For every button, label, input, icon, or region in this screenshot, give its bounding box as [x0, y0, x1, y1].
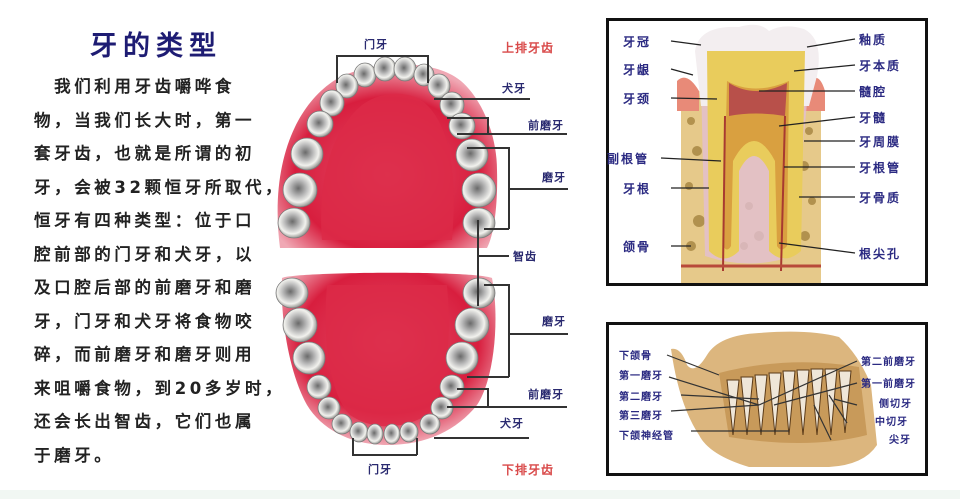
label-gum: 牙龈	[623, 63, 652, 77]
label-crown: 牙冠	[623, 35, 652, 49]
bracket-line	[336, 55, 428, 57]
label-accessory-canal: 副根管	[607, 152, 650, 166]
paragraph-line: 套牙齿，也就是所谓的初	[34, 144, 256, 163]
label-second-molar: 第二磨牙	[619, 392, 663, 403]
upper-teeth-caption: 上排牙齿	[502, 41, 555, 55]
label-dentin: 牙本质	[859, 59, 902, 73]
tooth-cross-section-panel: 牙冠 牙龈 牙颈 副根管 牙根 颌骨 釉质 牙本质 髓腔 牙髓 牙周膜 牙根管 …	[606, 18, 928, 286]
wisdom-line	[477, 220, 479, 306]
label-root-canal: 牙根管	[859, 161, 902, 175]
label-lower-premolar: 前磨牙	[528, 388, 564, 401]
bracket-line	[336, 55, 338, 83]
dental-arch-illustration	[275, 56, 498, 445]
label-lower-molar: 磨牙	[542, 315, 566, 328]
label-wisdom-tooth: 智齿	[513, 250, 537, 263]
paragraph-line: 物，当我们长大时，第一	[34, 110, 256, 130]
mouth-diagram: 门牙 上排牙齿 犬牙 前磨牙 磨牙 智齿 磨牙 前磨牙 犬牙	[262, 20, 582, 490]
leader-line	[447, 406, 567, 408]
label-central-incisor: 中切牙	[875, 417, 908, 428]
bracket-line	[467, 376, 509, 378]
label-jawbone: 颌骨	[623, 240, 652, 254]
label-periodontal-membrane: 牙周膜	[859, 135, 902, 149]
label-lower-incisor: 门牙	[368, 463, 392, 476]
label-second-premolar: 第二前磨牙	[861, 357, 916, 368]
label-apical-foramen: 根尖孔	[859, 247, 902, 261]
label-canine: 尖牙	[889, 435, 911, 446]
leader-line	[434, 98, 530, 100]
bracket-line	[447, 117, 487, 119]
description-paragraph: 我们利用牙齿嚼哗食 物，当我们长大时，第一 套牙齿，也就是所谓的初 牙，会被32…	[34, 70, 286, 472]
paragraph-line: 来咀嚼食物，到20多岁时，	[34, 378, 286, 398]
bottom-border	[0, 490, 960, 499]
page-title: 牙的类型	[90, 31, 222, 62]
paragraph-line: 牙，门牙和犬牙将食物咬	[34, 311, 256, 331]
bracket-line	[416, 438, 418, 455]
label-neck: 牙颈	[623, 92, 652, 106]
label-upper-premolar: 前磨牙	[528, 119, 564, 132]
label-third-molar: 第三磨牙	[619, 411, 663, 422]
bracket-line	[484, 228, 509, 230]
bracket-line	[457, 388, 487, 390]
bracket-line	[352, 454, 417, 456]
label-pulp-cavity: 髓腔	[859, 85, 888, 99]
upper-teeth	[277, 56, 497, 239]
bracket-line	[457, 133, 487, 135]
wisdom-line	[477, 255, 509, 257]
lower-teeth	[275, 277, 496, 445]
paragraph-line: 碎，而前磨牙和磨牙则用	[34, 345, 256, 364]
lower-teeth-caption: 下排牙齿	[502, 463, 555, 477]
label-first-premolar: 第一前磨牙	[861, 379, 916, 390]
bracket-line	[487, 388, 489, 406]
paragraph-line: 于磨牙。	[34, 445, 115, 465]
leader-line	[508, 333, 568, 335]
paragraph-line: 我们利用牙齿嚼哗食	[34, 77, 235, 96]
label-mandible: 下颌骨	[619, 351, 652, 362]
label-first-molar: 第一磨牙	[619, 371, 663, 382]
paragraph-line: 还会长出智齿，它们也属	[34, 412, 256, 431]
bracket-line	[352, 438, 354, 455]
label-upper-molar: 磨牙	[542, 171, 566, 184]
bracket-line	[467, 147, 509, 149]
label-mandibular-canal: 下颌神经管	[619, 431, 674, 442]
label-lower-canine: 犬牙	[500, 417, 524, 430]
bracket-line	[487, 117, 489, 134]
label-root: 牙根	[623, 182, 652, 196]
jaw-section-panel: 下颌骨 第一磨牙 第二磨牙 第三磨牙 下颌神经管 第二前磨牙 第一前磨牙 侧切牙…	[606, 322, 928, 476]
label-lateral-incisor: 侧切牙	[879, 399, 912, 410]
tooth-cross-section-illustration	[660, 24, 856, 283]
label-pulp: 牙髓	[859, 111, 888, 125]
paragraph-line: 牙，会被32颗恒牙所取代，	[34, 177, 286, 197]
label-upper-canine: 犬牙	[502, 82, 526, 95]
jaw-illustration	[666, 331, 877, 467]
label-cementum: 牙骨质	[859, 191, 902, 205]
label-enamel: 釉质	[859, 33, 888, 47]
paragraph-line: 腔前部的门牙和犬牙，以	[34, 244, 256, 264]
bracket-line	[508, 284, 510, 377]
paragraph-line: 恒牙有四种类型：位于口	[34, 211, 256, 230]
bracket-line	[427, 55, 429, 83]
leader-line	[487, 133, 567, 135]
bracket-line	[484, 284, 509, 286]
leader-line	[508, 188, 568, 190]
paragraph-line: 及口腔后部的前磨牙和磨	[34, 278, 256, 297]
label-upper-incisor: 门牙	[364, 38, 388, 51]
leader-line	[434, 437, 529, 439]
